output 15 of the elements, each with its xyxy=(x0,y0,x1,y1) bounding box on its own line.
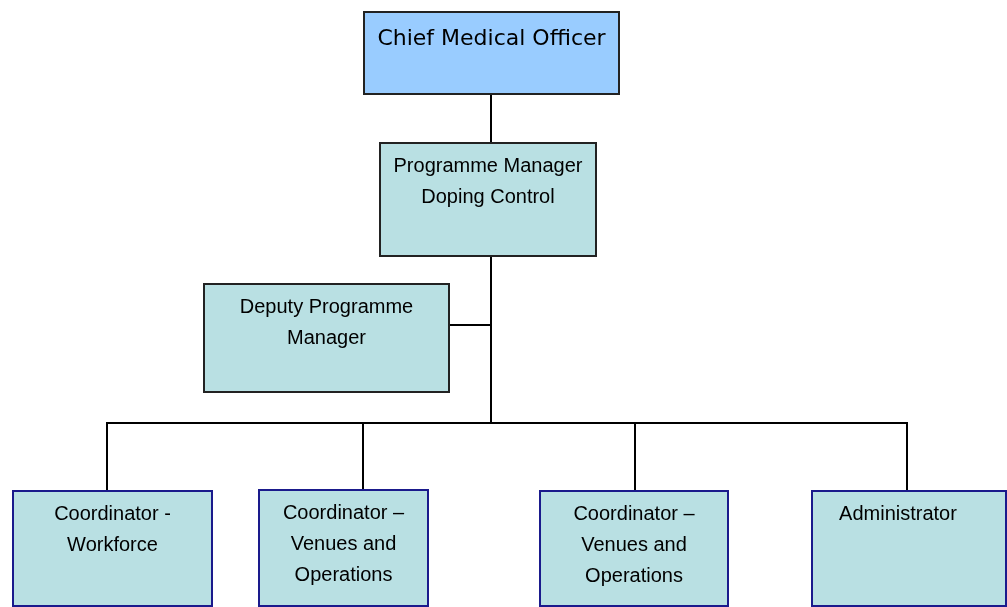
role-title: Coordinator - Workforce xyxy=(53,501,172,557)
org-box xyxy=(811,490,1007,607)
org-box xyxy=(258,489,429,607)
org-box xyxy=(363,11,620,95)
role-title: Coordinator – Venues and Operations xyxy=(572,501,696,588)
role-title: Chief Medical Officer xyxy=(376,24,607,52)
connector-line xyxy=(490,94,492,143)
role-title: Programme Manager Doping Control xyxy=(392,153,584,209)
org-box xyxy=(379,142,597,257)
role-title: Administrator xyxy=(838,501,958,526)
org-box xyxy=(203,283,450,393)
org-box xyxy=(539,490,729,607)
org-box xyxy=(12,490,213,607)
role-title: Deputy Programme Manager xyxy=(238,294,415,350)
role-title: Coordinator – Venues and Operations xyxy=(281,500,406,587)
